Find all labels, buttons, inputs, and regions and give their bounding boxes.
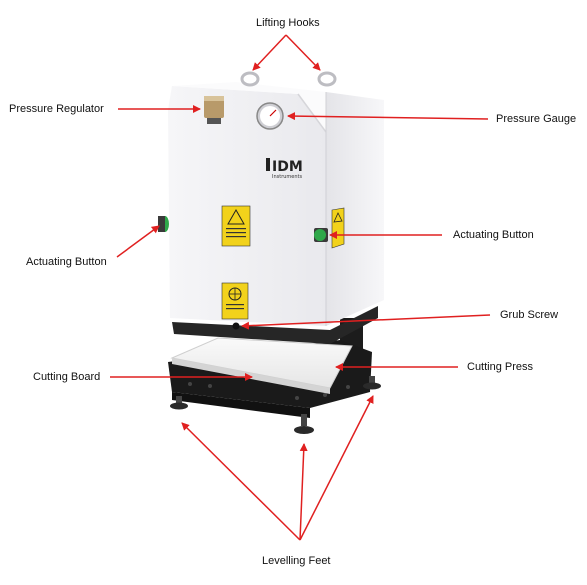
arrow-lifting-hook-left (252, 34, 287, 71)
arrow-actuating-button-left (116, 225, 160, 258)
cabinet-side-panel (326, 92, 384, 326)
actuating-button-right (314, 228, 328, 242)
levelling-foot-front (294, 414, 314, 434)
brand-logo-text: IDM (272, 159, 303, 175)
brand-logo: IDM Instruments (266, 158, 303, 180)
warning-label-front-bottom (221, 282, 249, 320)
pressure-gauge (256, 102, 284, 130)
ram-block (172, 306, 378, 344)
label-levelling-feet: Levelling Feet (262, 555, 331, 567)
levelling-foot-left (170, 396, 188, 410)
label-lifting-hooks: Lifting Hooks (256, 17, 320, 29)
arrow-levelling-foot-left (181, 422, 301, 541)
warning-label-side (331, 207, 345, 249)
warning-label-front-top (221, 205, 251, 247)
label-pressure-gauge: Pressure Gauge (496, 113, 577, 125)
label-pressure-regulator: Pressure Regulator (9, 103, 104, 115)
arrow-pressure-gauge (287, 112, 489, 121)
brand-logo-subtext: Instruments (272, 174, 303, 180)
levelling-foot-right (363, 376, 381, 390)
label-grub-screw: Grub Screw (500, 309, 559, 321)
pressure-regulator (204, 96, 224, 124)
cutting-press-machine: IDM Instruments (158, 71, 384, 434)
label-actuating-button-left: Actuating Button (26, 256, 107, 268)
label-cutting-board: Cutting Board (33, 371, 101, 383)
arrow-levelling-foot-front (299, 443, 308, 541)
lifting-hook-left (240, 71, 260, 87)
grub-screw (232, 322, 240, 330)
actuating-button-left (158, 216, 169, 232)
label-actuating-button-right: Actuating Button (453, 229, 534, 241)
pointer-arrows (110, 34, 491, 541)
arrow-lifting-hook-right (285, 34, 321, 71)
lifting-hook-right (317, 71, 337, 87)
label-cutting-press: Cutting Press (467, 361, 534, 373)
arrow-levelling-foot-right (299, 395, 374, 541)
cutting-board (170, 337, 353, 389)
arrow-grub-screw (241, 314, 491, 330)
